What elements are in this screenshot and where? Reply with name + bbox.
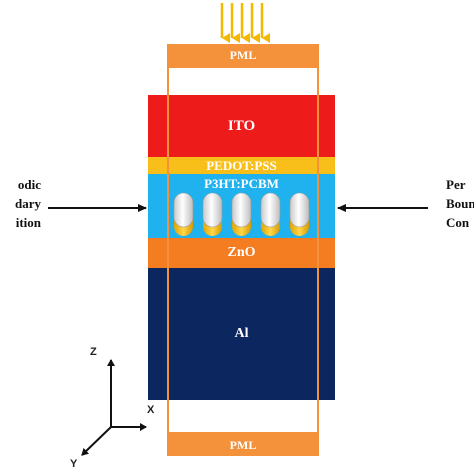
al-layer: Al [148, 268, 335, 400]
nanorod [260, 192, 281, 236]
y-axis-label: Y [70, 458, 78, 470]
zno-layer: ZnO [148, 238, 335, 268]
left-boundary-line: ition [15, 215, 41, 230]
y-axis [81, 426, 112, 456]
pml-bottom-label: PML [229, 437, 257, 452]
ito-label: ITO [227, 117, 256, 134]
nanorod [202, 192, 223, 236]
nanorod [231, 192, 252, 236]
coordinate-axes [81, 359, 147, 456]
x-axis-label: X [147, 404, 155, 416]
ito-layer: ITO [148, 95, 335, 157]
left-boundary-line: dary [15, 196, 41, 211]
pedot-pss-layer: PEDOT:PSS [148, 157, 335, 174]
nanorod [173, 192, 194, 236]
right-boundary-line: Per [446, 177, 466, 192]
right-boundary-line: Boun [446, 196, 474, 211]
al-label: Al [234, 326, 249, 341]
right-boundary-line: Con [446, 215, 470, 230]
pml-bottom-box: PML [167, 434, 319, 456]
incident-light-arrows [220, 3, 270, 43]
p3ht-pcbm-label: P3HT:PCBM [204, 176, 279, 191]
zno-label: ZnO [227, 245, 256, 260]
pedot-pss-label: PEDOT:PSS [206, 157, 277, 173]
left-boundary-text: odic dary ition [15, 175, 41, 232]
pml-top-box: PML [167, 44, 319, 66]
left-boundary-line: odic [17, 177, 41, 192]
z-axis-label: Z [90, 346, 97, 358]
right-boundary-text: Per Boun Con [446, 175, 474, 232]
nanorods [173, 192, 310, 236]
pml-top-label: PML [229, 47, 257, 62]
nanorod [289, 192, 310, 236]
simulation-region-outline [167, 66, 319, 434]
